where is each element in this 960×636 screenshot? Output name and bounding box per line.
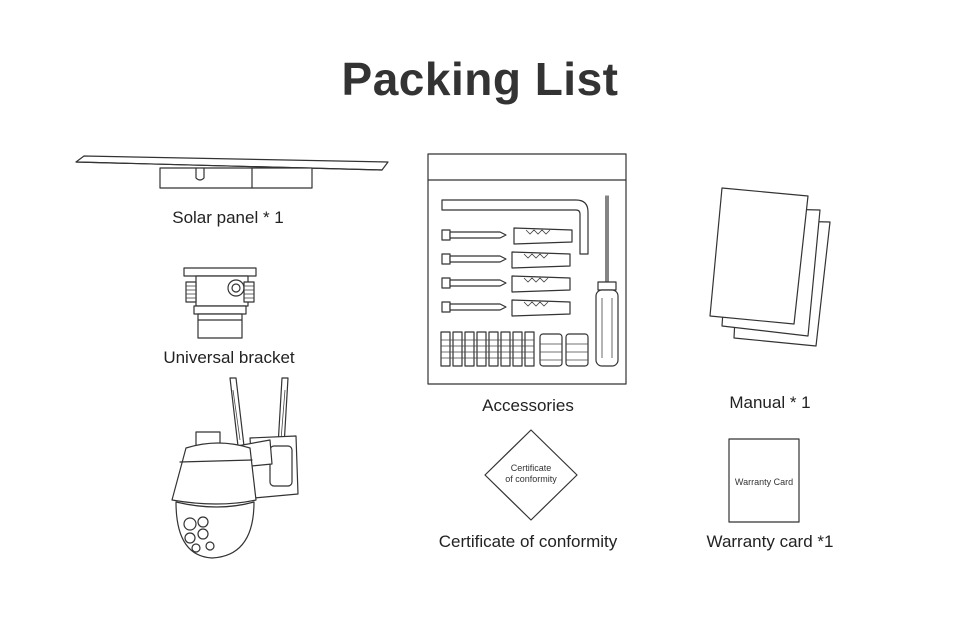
accessories-illustration <box>427 153 627 385</box>
certificate-inner-text: Certificate of conformity <box>481 463 581 485</box>
certificate-illustration <box>484 429 578 521</box>
manual-illustration <box>709 187 831 347</box>
warranty-card-illustration <box>728 438 800 523</box>
label-warranty-card: Warranty card *1 <box>706 532 834 551</box>
bracket-illustration <box>183 267 257 339</box>
certificate-inner-line-2: of conformity <box>505 474 557 484</box>
label-universal-bracket: Universal bracket <box>163 348 295 367</box>
label-solar-panel: Solar panel * 1 <box>172 208 284 227</box>
page-title: Packing List <box>341 53 619 105</box>
certificate-inner-line-1: Certificate <box>510 463 552 473</box>
solar-panel-illustration <box>75 155 389 189</box>
warranty-inner-text: Warranty Card <box>734 477 794 487</box>
label-accessories: Accessories <box>482 396 574 415</box>
label-manual: Manual * 1 <box>729 393 811 412</box>
camera-illustration <box>171 377 299 559</box>
label-certificate: Certificate of conformity <box>438 532 618 551</box>
